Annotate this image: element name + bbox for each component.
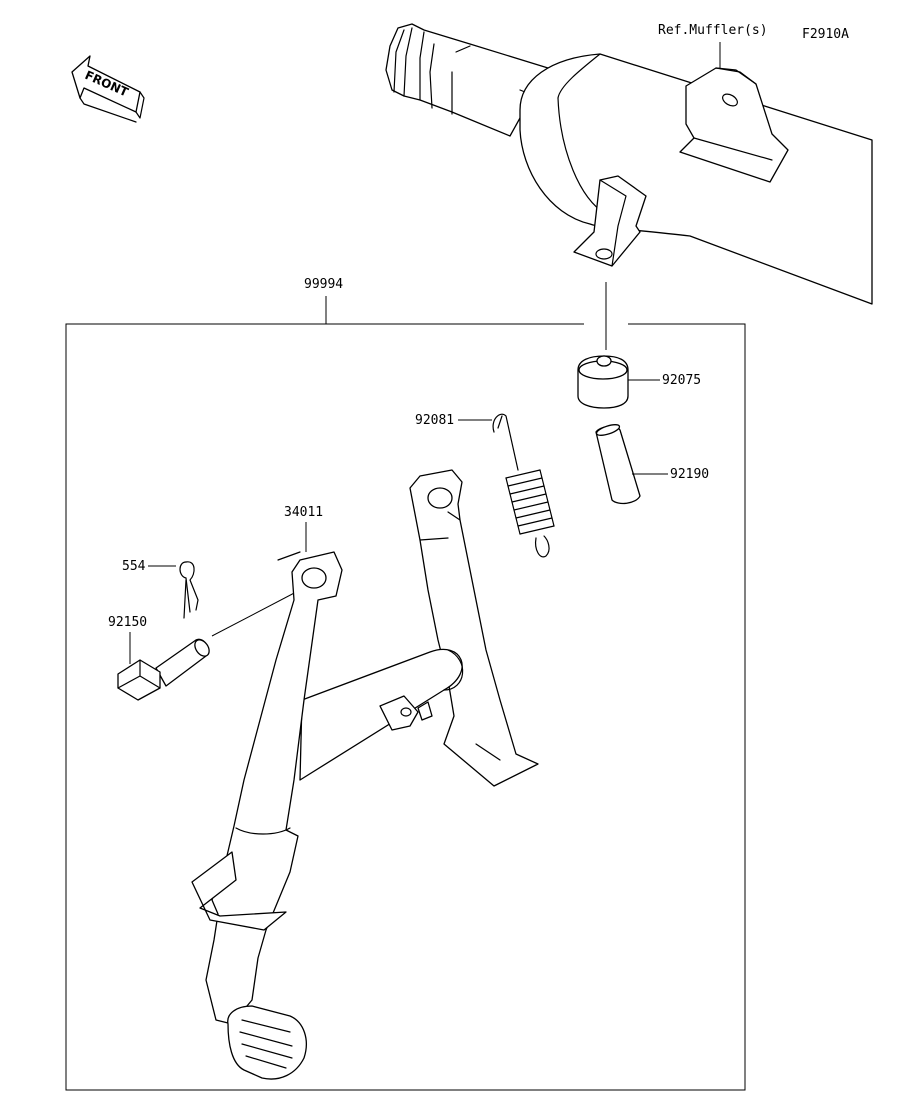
reference-label: Ref.Muffler(s): [658, 23, 768, 38]
part-label-92190: 92190: [670, 467, 709, 482]
bolt-axis-line: [211, 589, 301, 637]
cotter-pin: [179, 561, 199, 619]
part-label-92150: 92150: [108, 615, 147, 630]
part-label-92081: 92081: [415, 413, 454, 428]
part-label-34011: 34011: [284, 505, 323, 520]
assembly-frame: [65, 323, 746, 1091]
front-arrow-icon: FRONT: [71, 55, 145, 123]
muffler-illustration: [385, 23, 873, 305]
rubber-stopper: [577, 355, 629, 409]
part-label-554: 554: [122, 559, 146, 574]
pivot-bolt: [117, 638, 210, 701]
return-spring: [492, 413, 555, 558]
part-label-92075: 92075: [662, 373, 701, 388]
collar: [595, 424, 641, 505]
center-stand: [191, 469, 539, 1080]
assembly-number: 99994: [304, 277, 343, 292]
figure-code: F2910A: [802, 27, 849, 42]
